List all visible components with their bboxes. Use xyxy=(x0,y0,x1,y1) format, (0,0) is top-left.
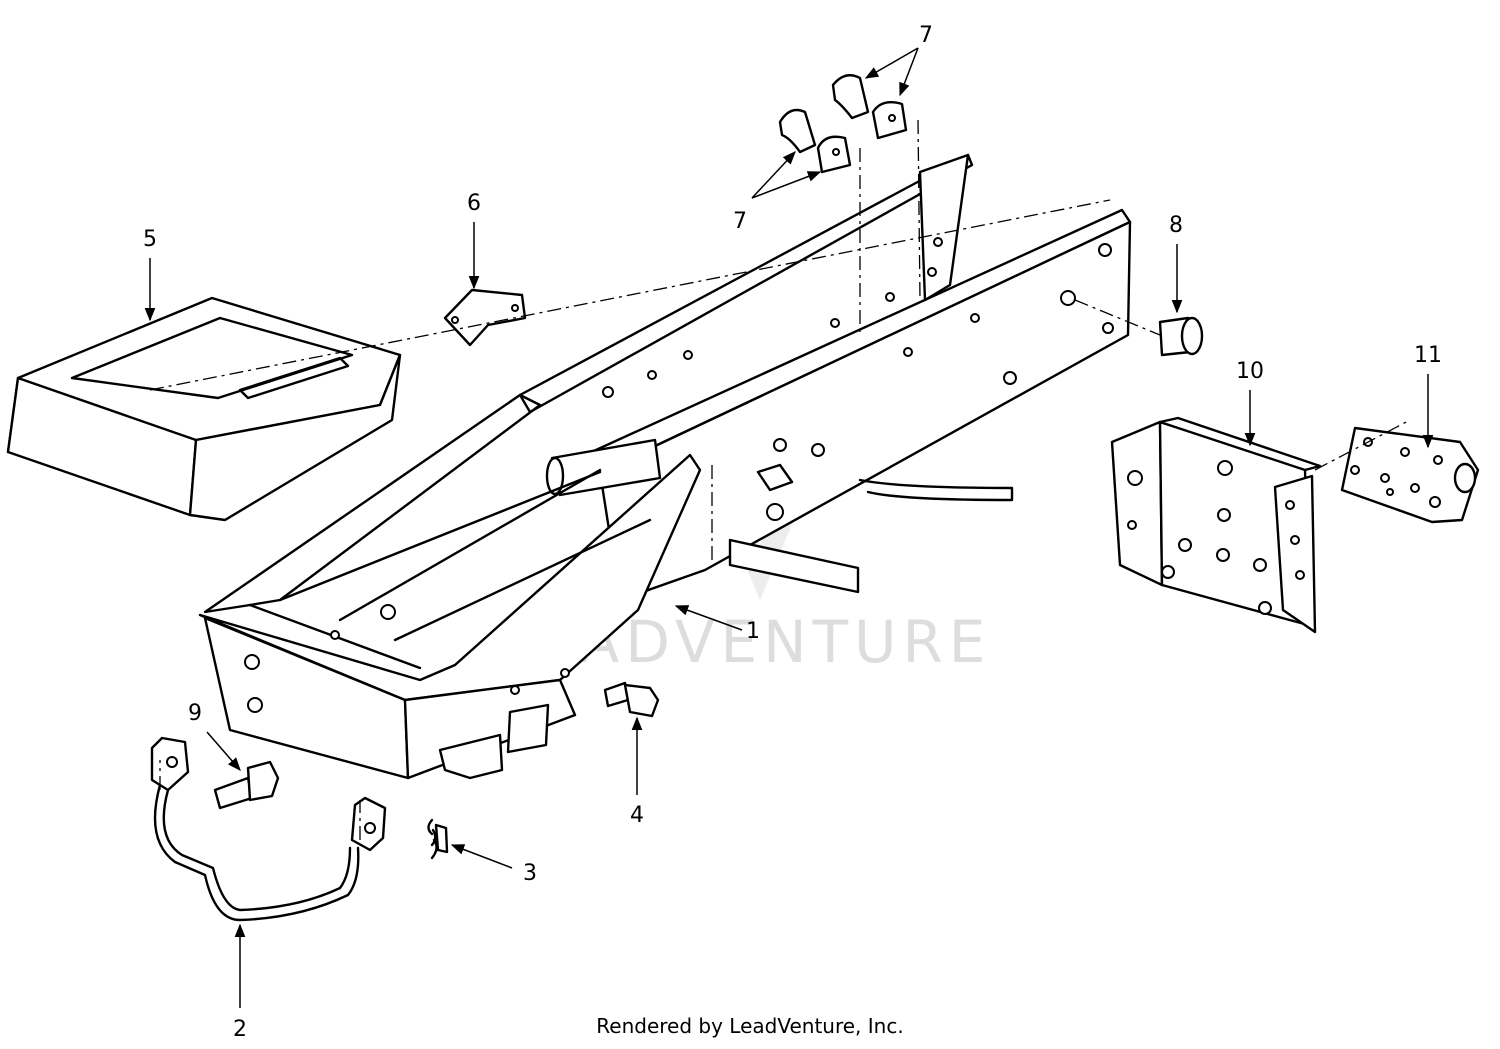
callout-6: 6 xyxy=(467,191,481,216)
part-1-frame xyxy=(198,153,1132,780)
callout-5: 5 xyxy=(143,227,157,252)
part-3-spring xyxy=(427,818,449,860)
assembly-lines xyxy=(149,119,1411,840)
callout-9: 9 xyxy=(188,701,202,726)
leaders xyxy=(144,47,1434,1008)
callout-1: 1 xyxy=(746,619,760,644)
part-5-seat-pan xyxy=(6,296,402,522)
part-11-bracket xyxy=(1340,426,1480,524)
callout-3: 3 xyxy=(523,861,537,886)
callout-labels: 1 2 3 4 5 6 7 7 8 9 10 11 xyxy=(143,23,1442,1042)
credit-text: Rendered by LeadVenture, Inc. xyxy=(596,1014,904,1038)
callout-7-top: 7 xyxy=(919,23,933,48)
callout-7-left: 7 xyxy=(733,209,747,234)
callout-2: 2 xyxy=(233,1017,247,1042)
callout-10: 10 xyxy=(1236,359,1264,384)
part-8-bushing xyxy=(1158,316,1204,357)
callout-8: 8 xyxy=(1169,213,1183,238)
part-6-bracket xyxy=(443,288,527,347)
callout-4: 4 xyxy=(630,803,644,828)
part-7-clips xyxy=(778,74,908,174)
part-9-bolt xyxy=(213,760,280,810)
part-4-bolt xyxy=(603,681,660,718)
part-10-plate xyxy=(1110,416,1322,634)
callout-11: 11 xyxy=(1414,343,1442,368)
